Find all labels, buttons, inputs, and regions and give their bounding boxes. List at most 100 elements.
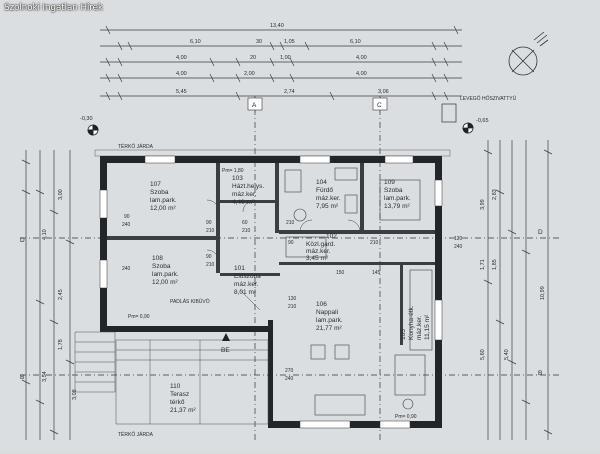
room-name: Szoba	[384, 187, 403, 194]
door-dimension-labels: 90 240 90 210 60 210 210 90 240 90 210 1…	[122, 214, 463, 382]
room-name: Közl.gard.	[306, 241, 335, 248]
room-area: 4,40 m²	[232, 199, 255, 206]
dim-label: 2,45	[58, 289, 64, 300]
dim-label: 6,10	[190, 39, 201, 45]
dim-label: 4,00	[356, 71, 367, 77]
dim-label: 3,54	[42, 371, 48, 382]
door-label: 90	[206, 254, 212, 260]
room-area: 21,77 m²	[316, 325, 342, 332]
room-number: 101	[234, 265, 245, 272]
room-102: 102 Közl.gard. máz.ker. 3,45 m²	[306, 233, 337, 262]
door-label: 90	[206, 220, 212, 226]
dim-label: 1,78	[58, 339, 64, 350]
dim-label: 4,00	[356, 55, 367, 61]
level-left-label: -0,30	[80, 116, 93, 122]
room-number: 105	[400, 329, 407, 340]
door-label: 120	[454, 236, 463, 242]
room-finish: máz.ker.	[306, 248, 331, 255]
room-finish: máz.ker.	[234, 281, 259, 288]
watermark-label: Szolnoki Ingatlan Hírek	[4, 3, 103, 13]
room-104: 104 Fürdő máz.ker. 7,95 m²	[316, 179, 341, 210]
room-area: 12,00 m²	[152, 279, 178, 286]
section-label-a: A	[252, 102, 257, 109]
room-101: 101 Előszoba máz.ker. 8,01 m²	[234, 265, 261, 296]
section-label-d-right: D	[538, 229, 543, 236]
room-number: 102	[326, 233, 337, 240]
dim-label: 1,71	[480, 259, 486, 270]
top-dimension-labels: 13,40 6,10 30 1,05 6,10 4,00 20 1,00 4,0…	[176, 23, 389, 95]
room-name: Szoba	[150, 189, 169, 196]
top-dimension-chains	[100, 25, 462, 101]
room-109: 109 Szoba lam.park. 13,79 m²	[384, 179, 411, 210]
level-marker-icon	[462, 122, 474, 134]
room-number: 109	[384, 179, 395, 186]
door-label: 240	[454, 244, 463, 250]
door-label: 210	[206, 262, 215, 268]
room-finish: lam.park.	[316, 317, 343, 324]
level-marker-icon	[87, 124, 99, 136]
doors	[206, 199, 361, 311]
room-number: 107	[150, 181, 161, 188]
room-area: 13,79 m²	[384, 203, 410, 210]
north-arrow-icon	[508, 31, 549, 76]
door-label: 240	[122, 266, 131, 272]
overall-width-label: 13,40	[270, 23, 284, 29]
room-finish: máz.ker.	[316, 195, 341, 202]
dim-label: 3,06	[378, 89, 389, 95]
door-label: 90	[288, 240, 294, 246]
room-105: 105 Konyha-étk. máz.ker. 11,15 m²	[400, 305, 431, 340]
room-area: 21,37 m²	[170, 407, 196, 414]
dim-label: 2,00	[244, 71, 255, 77]
door-label: 210	[288, 304, 297, 310]
door-label: 240	[285, 376, 294, 382]
section-lines	[254, 96, 381, 440]
room-finish: lam.park.	[384, 195, 411, 202]
room-number: 108	[152, 255, 163, 262]
pm-right-label: Pm= 0,90	[395, 414, 417, 420]
section-label-d-left: D	[20, 237, 25, 244]
room-103: Pm= 1,80 103 Házt.helys. máz.ker. 4,40 m…	[222, 168, 264, 206]
door-label: 210	[206, 228, 215, 234]
door-label: 270	[285, 368, 294, 374]
room-number: 104	[316, 179, 327, 186]
room-name: Terasz	[170, 391, 189, 398]
dim-label: 10,99	[540, 286, 546, 300]
dim-label: 2,74	[284, 89, 295, 95]
room-area: 12,00 m²	[150, 205, 176, 212]
dim-label: 1,85	[492, 259, 498, 270]
dim-label: 3,99	[480, 199, 486, 210]
room-number: 103	[232, 175, 243, 182]
pm-left-label: Pm= 0,90	[128, 314, 150, 320]
furniture	[284, 167, 433, 416]
entrance-arrow-icon	[222, 333, 230, 341]
door-label: 90	[124, 214, 130, 220]
room-108: 108 Szoba lam.park. 12,00 m²	[152, 255, 179, 286]
room-finish: máz.ker.	[416, 315, 423, 340]
door-label: 145	[372, 270, 381, 276]
dim-label: 6,10	[350, 39, 361, 45]
terrace-area	[115, 339, 269, 425]
building-walls	[100, 156, 442, 428]
dim-label: 4,00	[176, 71, 187, 77]
room-finish: lam.park.	[150, 197, 177, 204]
room-name: Szoba	[152, 263, 171, 270]
room-finish: lam.park.	[152, 271, 179, 278]
room-name: Házt.helys.	[232, 183, 264, 190]
section-label-b-left: B	[20, 374, 24, 381]
room-area: 8,01 m²	[234, 289, 257, 296]
room-number: 110	[170, 383, 181, 390]
dim-label: 3,00	[58, 189, 64, 200]
section-label-b-right: B	[538, 370, 542, 377]
dim-label: 20	[250, 55, 256, 61]
door-label: 240	[122, 222, 131, 228]
room-107: 107 Szoba lam.park. 12,00 m²	[150, 181, 177, 212]
dim-label: 3,08	[72, 389, 78, 400]
dim-label: 5,60	[480, 349, 486, 360]
dim-label: 4,00	[176, 55, 187, 61]
door-label: 130	[288, 296, 297, 302]
room-number: 106	[316, 301, 327, 308]
paving-top-label: TÉRKŐ JÁRDA	[118, 143, 154, 150]
paving-bottom-label: TÉRKŐ JÁRDA	[118, 431, 154, 438]
interior-walls	[107, 163, 435, 345]
room-name: Konyha-étk.	[408, 305, 415, 340]
